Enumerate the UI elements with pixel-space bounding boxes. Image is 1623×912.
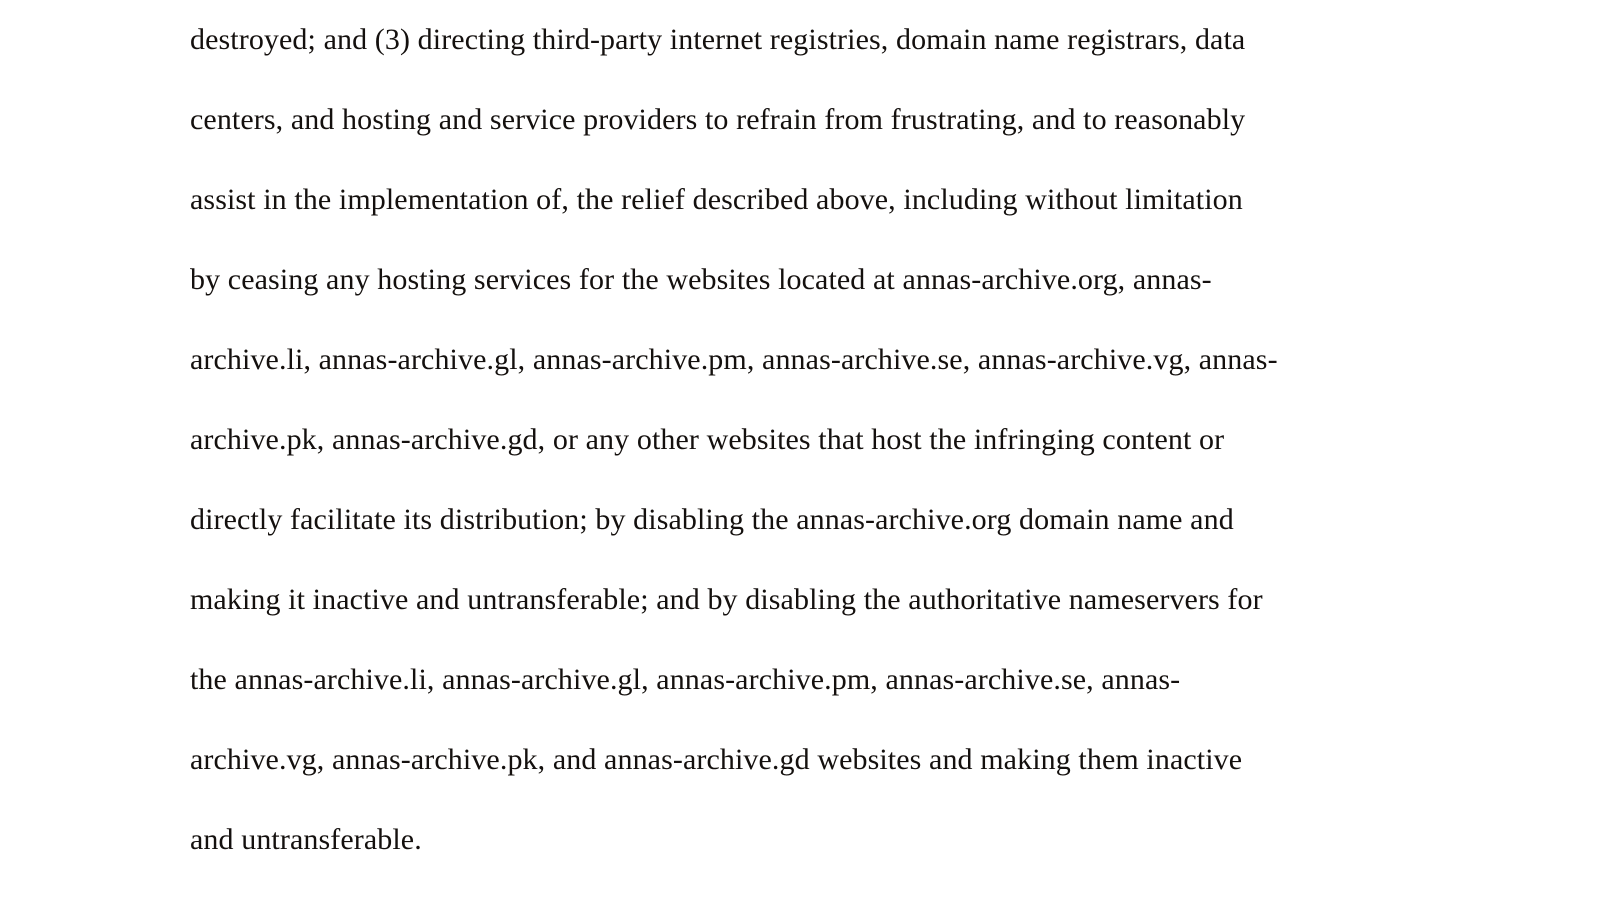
document-line: by ceasing any hosting services for the …	[190, 263, 1212, 296]
document-line: making it inactive and untransferable; a…	[190, 583, 1263, 616]
document-paragraph-body: destroyed; and (3) directing third-party…	[190, 0, 1460, 880]
document-line: the annas-archive.li, annas-archive.gl, …	[190, 663, 1181, 696]
document-line: directly facilitate its distribution; by…	[190, 503, 1234, 536]
document-line: archive.vg, annas-archive.pk, and annas-…	[190, 743, 1243, 776]
document-line: assist in the implementation of, the rel…	[190, 183, 1243, 216]
document-line: destroyed; and (3) directing third-party…	[190, 23, 1246, 56]
document-line: archive.pk, annas-archive.gd, or any oth…	[190, 423, 1225, 456]
document-line: archive.li, annas-archive.gl, annas-arch…	[190, 343, 1278, 376]
document-line: and untransferable.	[190, 823, 422, 856]
document-line: centers, and hosting and service provide…	[190, 103, 1246, 136]
